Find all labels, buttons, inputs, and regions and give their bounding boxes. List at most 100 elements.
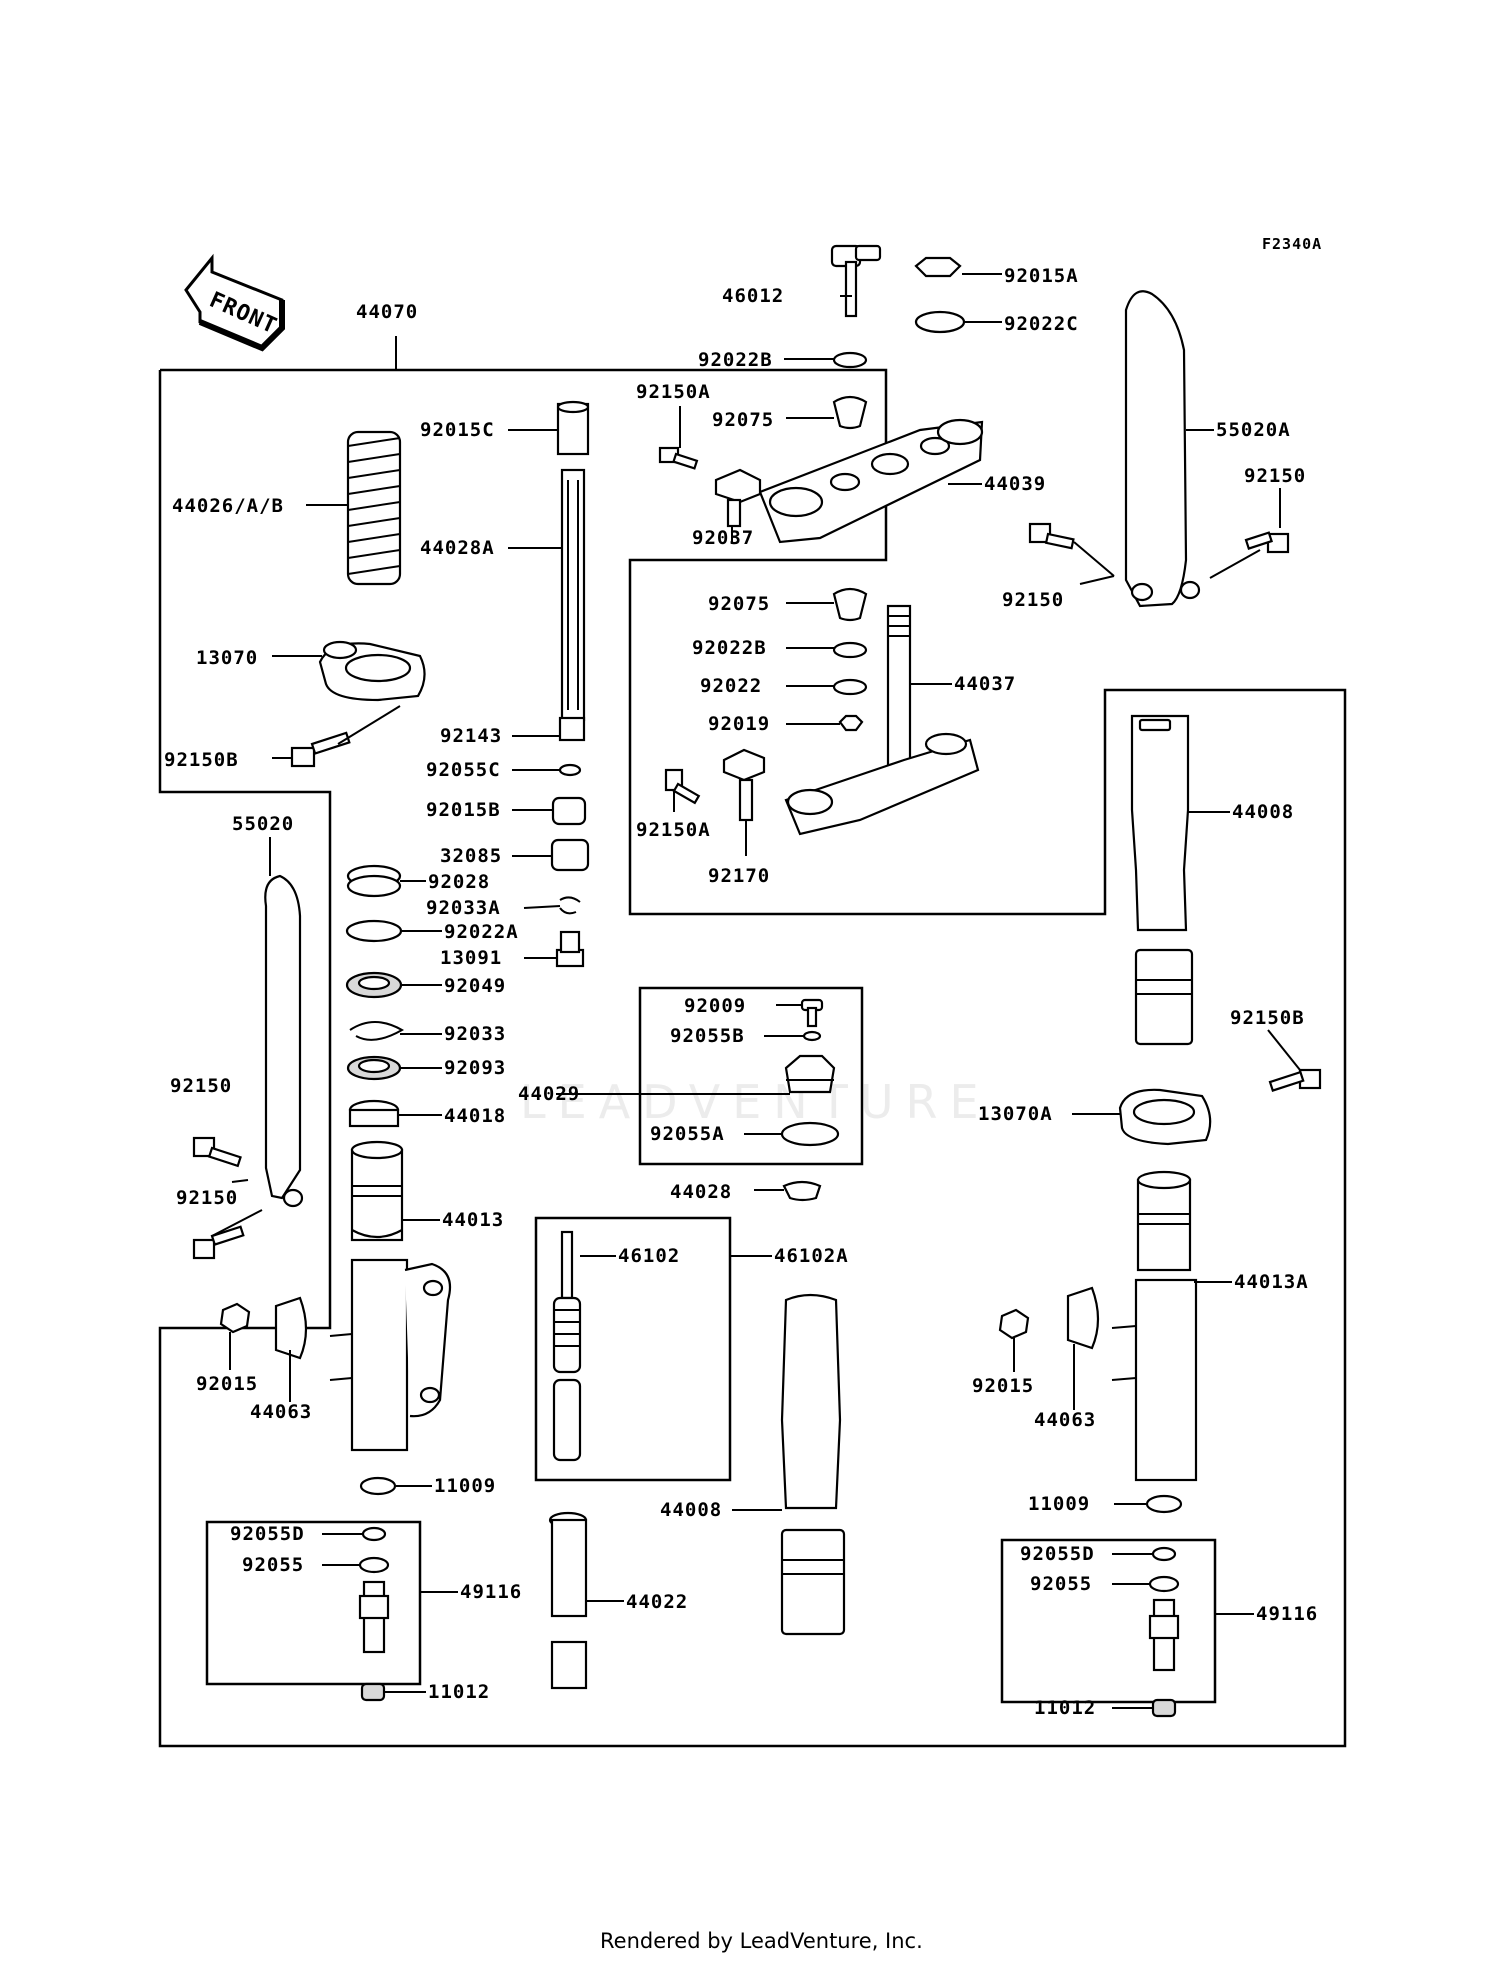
part-label: 49116 bbox=[460, 1581, 522, 1603]
part-label: 11009 bbox=[434, 1475, 496, 1497]
part-label: 92022B bbox=[692, 637, 767, 659]
piston-44022 bbox=[548, 1511, 588, 1690]
part-label: 92015 bbox=[196, 1373, 258, 1395]
group-44029-box bbox=[638, 986, 864, 1166]
nut-92015-right bbox=[998, 1308, 1030, 1340]
ring-92055D-left bbox=[361, 1526, 387, 1542]
figure-code: F2340A bbox=[1262, 235, 1322, 253]
handle-46012 bbox=[830, 244, 882, 318]
clamp-13070A bbox=[1118, 1088, 1212, 1146]
part-label: 11012 bbox=[428, 1681, 490, 1703]
part-label: 92022A bbox=[444, 921, 519, 943]
part-label: 92055C bbox=[426, 759, 501, 781]
rod-44028A bbox=[560, 468, 586, 722]
part-label: 92055A bbox=[650, 1123, 725, 1145]
nut-92015C bbox=[556, 400, 590, 456]
part-label: 92055D bbox=[1020, 1543, 1095, 1565]
part-label: 44008 bbox=[660, 1499, 722, 1521]
part-label: 92150B bbox=[1230, 1007, 1305, 1029]
circlip-92033A bbox=[559, 896, 581, 915]
bolt-13091 bbox=[555, 930, 585, 968]
nut-92015A bbox=[914, 256, 962, 278]
part-label: 44063 bbox=[250, 1401, 312, 1423]
part-label: 92093 bbox=[444, 1057, 506, 1079]
part-label: 92009 bbox=[684, 995, 746, 1017]
part-label: 92055B bbox=[670, 1025, 745, 1047]
bushing-92075-lower bbox=[832, 587, 868, 622]
part-label: 49116 bbox=[1256, 1603, 1318, 1625]
bolt-92150B-right bbox=[1268, 1068, 1322, 1092]
bolt-92150A-upper bbox=[658, 446, 699, 470]
part-labels: 44070 46012 92015A 92022C 92022B 92150A … bbox=[164, 265, 1318, 1719]
cup-44028 bbox=[782, 1180, 822, 1202]
washer-92022B-lower bbox=[832, 641, 868, 659]
bolt-92150-a bbox=[192, 1136, 242, 1168]
oring-92055A bbox=[780, 1121, 840, 1147]
part-label: 92037 bbox=[692, 527, 754, 549]
part-label: 92015 bbox=[972, 1375, 1034, 1397]
footer-credit: Rendered by LeadVenture, Inc. bbox=[600, 1929, 923, 1953]
bracket-92037 bbox=[714, 468, 762, 528]
clamp-44063-right bbox=[1066, 1286, 1100, 1350]
bracket-92170 bbox=[722, 748, 766, 822]
part-label: 92022C bbox=[1004, 313, 1079, 335]
part-label: 44028 bbox=[670, 1181, 732, 1203]
part-label: 46102 bbox=[618, 1245, 680, 1267]
part-label: 92143 bbox=[440, 725, 502, 747]
washer-11009-right bbox=[1145, 1494, 1183, 1514]
part-label: 46012 bbox=[722, 285, 784, 307]
part-label: 92015B bbox=[426, 799, 501, 821]
part-label: 46102A bbox=[774, 1245, 849, 1267]
front-arrow-icon: FRONT bbox=[184, 253, 285, 352]
part-label: 92170 bbox=[708, 865, 770, 887]
collar-92143 bbox=[558, 716, 586, 742]
screw-92009 bbox=[800, 998, 824, 1028]
part-label: 92055 bbox=[1030, 1573, 1092, 1595]
part-label: 44029 bbox=[518, 1083, 580, 1105]
washer-11009-left bbox=[359, 1476, 397, 1496]
clamp-13070 bbox=[318, 640, 426, 702]
part-label: 92150A bbox=[636, 381, 711, 403]
circlip-92033 bbox=[349, 1021, 405, 1041]
part-label: 92150 bbox=[1002, 589, 1064, 611]
part-label: 44039 bbox=[984, 473, 1046, 495]
bushing-92075-upper bbox=[832, 395, 868, 430]
triple-clamp-upper-44039 bbox=[758, 418, 984, 544]
ring-92055D-right bbox=[1151, 1546, 1177, 1562]
part-label: 55020 bbox=[232, 813, 294, 835]
part-label: 92033 bbox=[444, 1023, 506, 1045]
group-49116-left-box bbox=[205, 1520, 422, 1686]
outer-tube-44008-center bbox=[780, 1293, 846, 1636]
part-label: 92019 bbox=[708, 713, 770, 735]
part-label: 55020A bbox=[1216, 419, 1291, 441]
part-label: 92055D bbox=[230, 1523, 305, 1545]
nut-92015-left bbox=[219, 1302, 251, 1334]
part-label: 92015C bbox=[420, 419, 495, 441]
ring-92055B bbox=[802, 1030, 822, 1042]
spring-44026 bbox=[346, 430, 402, 586]
part-label: 13070 bbox=[196, 647, 258, 669]
part-label: 92150B bbox=[164, 749, 239, 771]
group-46102A-box bbox=[534, 1216, 732, 1482]
part-label: 44037 bbox=[954, 673, 1016, 695]
part-label: 92075 bbox=[712, 409, 774, 431]
part-label: 92150 bbox=[170, 1075, 232, 1097]
part-label: 13070A bbox=[978, 1103, 1053, 1125]
nut-11012-left bbox=[360, 1682, 386, 1702]
ring-92028 bbox=[346, 864, 402, 898]
bushing-32085 bbox=[550, 838, 590, 872]
part-label: 44008 bbox=[1232, 801, 1294, 823]
part-label: 44013 bbox=[442, 1209, 504, 1231]
part-label: 44022 bbox=[626, 1591, 688, 1613]
group-49116-right-box bbox=[1000, 1538, 1217, 1704]
bolt-92150-b bbox=[192, 1225, 245, 1260]
watermark-text: LEADVENTURE bbox=[520, 1075, 991, 1129]
clamp-44063-left bbox=[274, 1296, 308, 1360]
guard-55020A bbox=[1124, 290, 1201, 608]
tube-44013A bbox=[1111, 1170, 1198, 1482]
part-label: 92150A bbox=[636, 819, 711, 841]
part-label: 92028 bbox=[428, 871, 490, 893]
leader-lines bbox=[211, 273, 1301, 1709]
part-label: 44070 bbox=[356, 301, 418, 323]
washer-92022A bbox=[345, 919, 403, 943]
